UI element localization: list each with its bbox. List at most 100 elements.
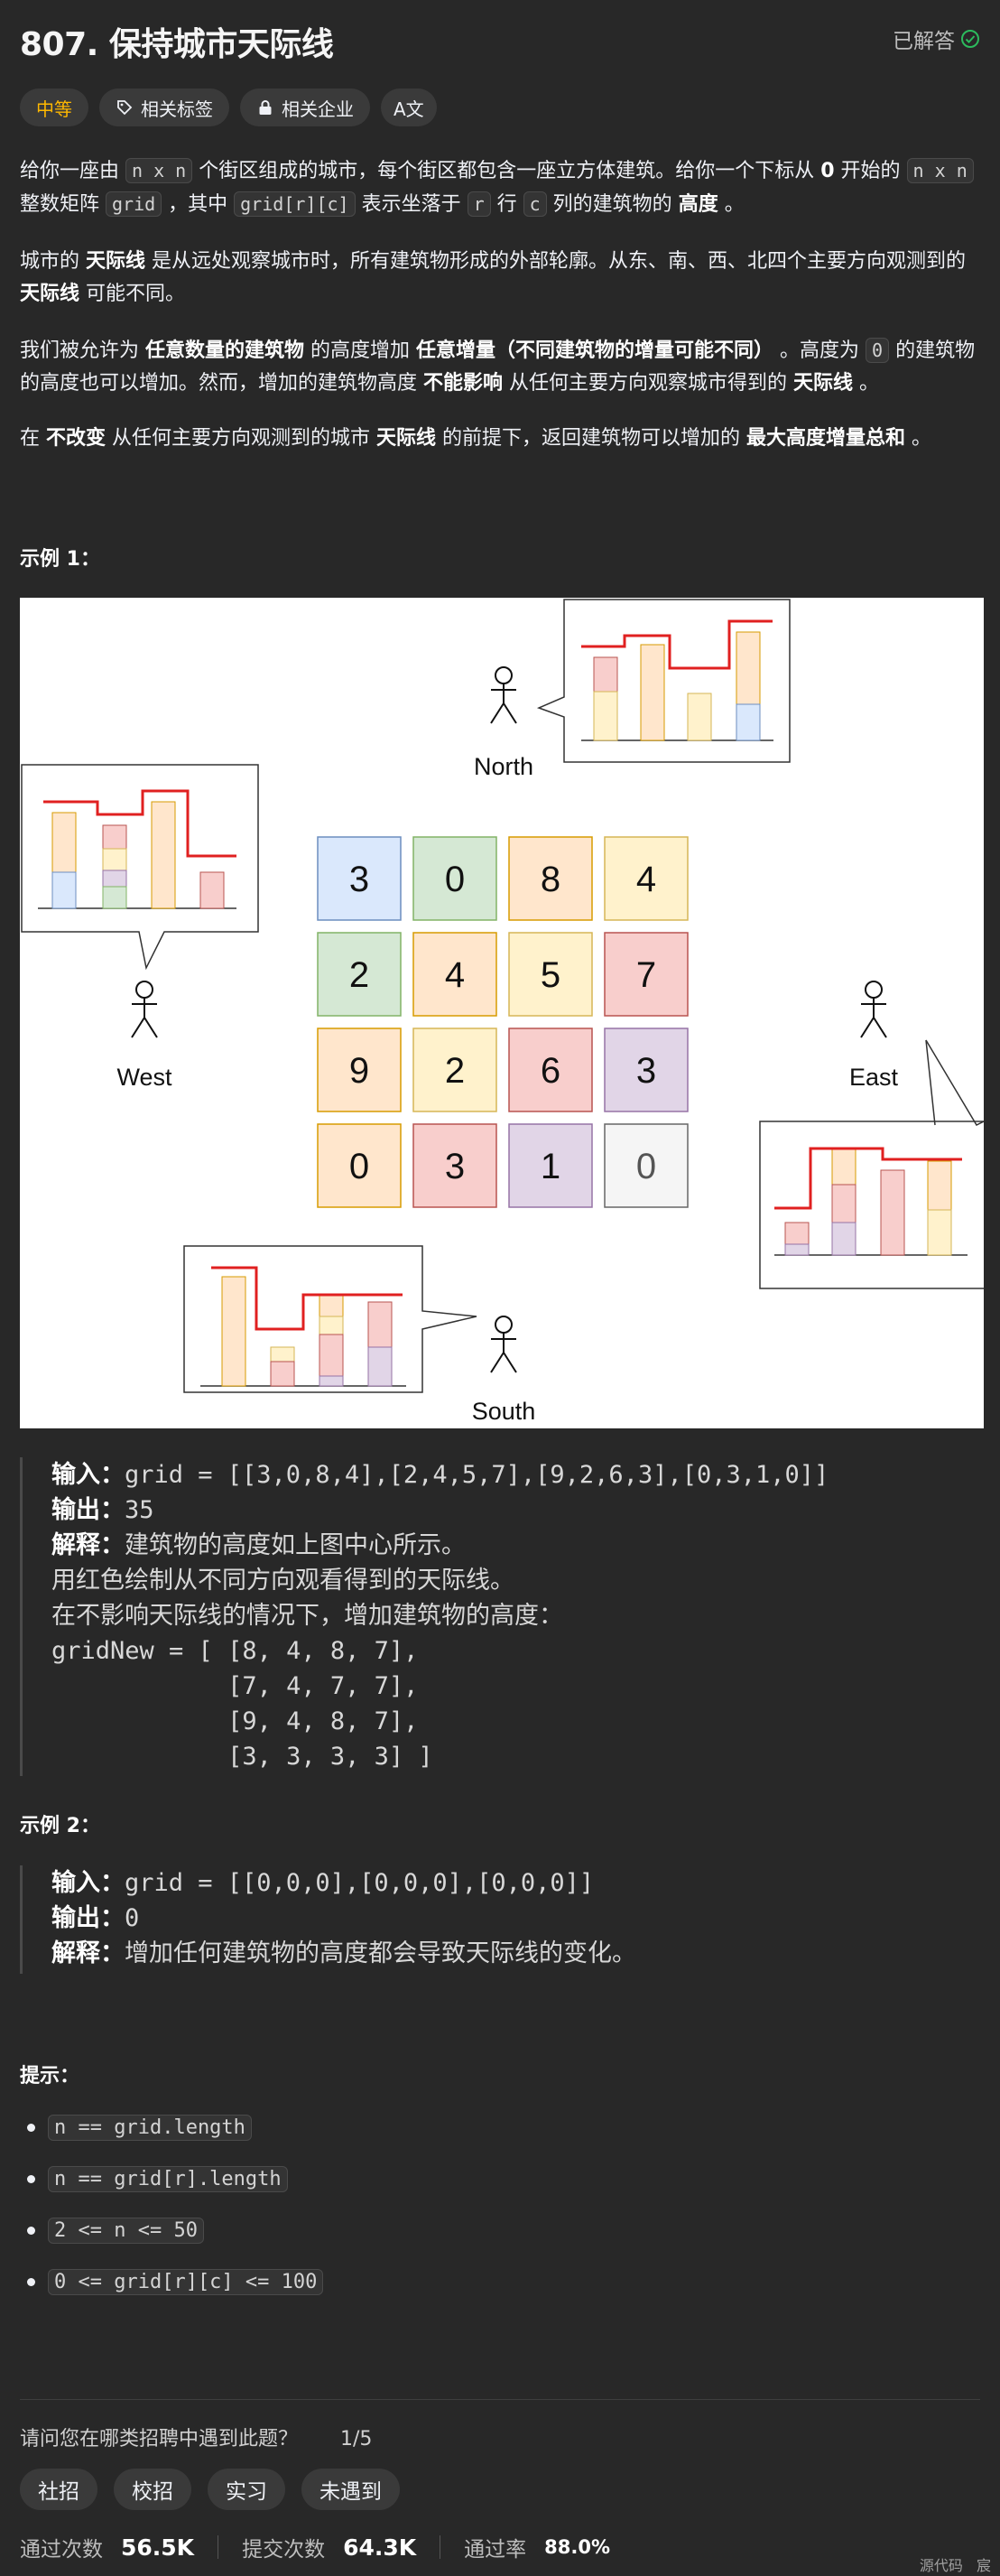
footer-extra: 宸 <box>976 2557 991 2574</box>
inline-code: n x n <box>906 158 974 183</box>
bullet-icon <box>27 2278 35 2286</box>
inline-code: c <box>523 191 547 217</box>
difficulty-label: 中等 <box>36 98 72 120</box>
explain-text: 增加任何建筑物的高度都会导致天际线的变化。 <box>125 1939 636 1967</box>
explain-label: 解释： <box>51 1939 125 1967</box>
south-label: South <box>472 1398 536 1425</box>
survey-question: 请问您在哪类招聘中遇到此题？ <box>20 2428 299 2450</box>
survey-option-intern[interactable]: 实习 <box>208 2469 285 2510</box>
east-label: East <box>849 1064 899 1091</box>
south-callout <box>183 1245 477 1393</box>
text: 。 <box>905 427 932 450</box>
input-value: grid = [[0,0,0],[0,0,0],[0,0,0]] <box>125 1869 595 1897</box>
rate-label: 通过率 <box>464 2538 527 2562</box>
grid-cell: 9 <box>349 1051 369 1091</box>
survey-counter: 1/5 <box>340 2428 373 2450</box>
bold-text: 最大高度增量总和 <box>746 427 906 450</box>
constraint-code: n == grid.length <box>48 2115 252 2141</box>
explain-line: 在不影响天际线的情况下，增加建筑物的高度： <box>51 1602 563 1630</box>
check-circle-icon <box>961 30 979 48</box>
bold-text: 天际线 <box>20 283 80 305</box>
output-label: 输出： <box>51 1904 125 1932</box>
footer-links: 源代码 宸 <box>920 2553 991 2575</box>
input-value: grid = [[3,0,8,4],[2,4,5,7],[9,2,6,3],[0… <box>125 1461 829 1489</box>
grid-cell: 4 <box>636 860 656 899</box>
survey-option-none[interactable]: 未遇到 <box>301 2469 400 2510</box>
text: ，其中 <box>162 193 235 216</box>
description-p4: 在 不改变 从任何主要方向观测到的城市 天际线 的前提下，返回建筑物可以增加的 … <box>20 423 980 455</box>
survey-option-campus[interactable]: 校招 <box>114 2469 191 2510</box>
grid-cell: 2 <box>349 955 369 995</box>
text: 从任何主要方向观察城市得到的 <box>503 372 794 395</box>
grid-cell: 6 <box>541 1051 560 1091</box>
text: 是从远处观察城市时，所有建筑物形成的外部轮廓。从东、南、西、北四个主要方向观测到… <box>145 250 967 273</box>
bold-text: 任意数量的建筑物 <box>145 339 305 362</box>
constraints-list: n == grid.length n == grid[r].length 2 <… <box>27 2102 324 2308</box>
example1-block: 输入：grid = [[3,0,8,4],[2,4,5,7],[9,2,6,3]… <box>20 1457 980 1776</box>
submissions-count: 64.3K <box>343 2534 417 2561</box>
skyline-diagram: 3 0 8 4 2 4 5 7 9 2 6 3 0 3 1 0 North We… <box>21 599 1000 1425</box>
tag-bar: 中等 相关标签 相关企业 A文 <box>20 88 437 126</box>
text: 。高度为 <box>773 339 866 362</box>
explain-line: 用红色绘制从不同方向观看得到的天际线。 <box>51 1567 514 1595</box>
code-line: [7, 4, 7, 7], <box>51 1672 419 1700</box>
text: 整数矩阵 <box>20 193 106 216</box>
west-label: West <box>116 1064 172 1091</box>
lock-icon <box>259 100 272 115</box>
input-label: 输入： <box>51 1461 125 1489</box>
grid-cell: 8 <box>541 860 560 899</box>
north-label: North <box>474 753 533 780</box>
divider <box>20 2399 980 2400</box>
text: 。 <box>718 193 745 216</box>
output-value: 0 <box>125 1904 140 1932</box>
code-line: gridNew = [ [8, 4, 8, 7], <box>51 1637 419 1665</box>
list-item: 0 <= grid[r][c] <= 100 <box>27 2256 324 2308</box>
text: 我们被允许为 <box>20 339 145 362</box>
tag-icon <box>117 100 133 116</box>
text: 表示坐落于 <box>355 193 468 216</box>
example1-heading: 示例 1： <box>20 548 100 571</box>
description-p1: 给你一座由 n x n 个街区组成的城市，每个街区都包含一座立方体建筑。给你一个… <box>20 154 980 221</box>
output-label: 输出： <box>51 1496 125 1524</box>
bold-text: 天际线 <box>793 372 854 395</box>
description-p3: 我们被允许为 任意数量的建筑物 的高度增加 任意增量（不同建筑物的增量可能不同）… <box>20 334 980 400</box>
text: 。 <box>853 372 880 395</box>
related-companies-label: 相关企业 <box>282 98 354 120</box>
text: 的建筑物的高度也可以增加。然而，增加的建筑物高度 <box>20 339 976 395</box>
inline-code: 0 <box>866 338 890 363</box>
north-callout <box>536 599 791 763</box>
text: 行 <box>490 193 523 216</box>
acceptance-rate: 88.0% <box>544 2536 610 2558</box>
related-companies-button[interactable]: 相关企业 <box>240 88 370 126</box>
source-link[interactable]: 源代码 <box>919 2557 963 2574</box>
text: 可能不同。 <box>79 283 186 305</box>
example1-figure: 3 0 8 4 2 4 5 7 9 2 6 3 0 3 1 0 North We… <box>20 598 1000 1428</box>
text: 从任何主要方向观测到的城市 <box>106 427 377 450</box>
constraint-code: 2 <= n <= 50 <box>48 2218 204 2244</box>
bold-text: 0 <box>820 160 835 182</box>
text: 的高度增加 <box>304 339 417 362</box>
hints-heading: 提示： <box>20 2065 80 2088</box>
grid-cell: 7 <box>636 955 656 995</box>
code-line: [9, 4, 8, 7], <box>51 1707 419 1735</box>
bullet-icon <box>27 2227 35 2235</box>
inline-code: n x n <box>125 158 193 183</box>
example2-heading: 示例 2： <box>20 1815 100 1837</box>
grid-cell: 4 <box>445 955 465 995</box>
inline-code: grid <box>106 191 162 217</box>
interview-survey: 请问您在哪类招聘中遇到此题？ 1/5 <box>20 2423 372 2451</box>
translate-icon: A文 <box>394 98 424 120</box>
related-tags-button[interactable]: 相关标签 <box>99 88 229 126</box>
solved-label: 已解答 <box>893 30 955 53</box>
text: 开始的 <box>834 160 907 182</box>
bold-text: 不能影响 <box>423 372 504 395</box>
explain-label: 解释： <box>51 1531 125 1559</box>
output-value: 35 <box>125 1496 154 1524</box>
west-callout <box>21 764 259 971</box>
inline-code: grid[r][c] <box>234 191 356 217</box>
constraint-code: 0 <= grid[r][c] <= 100 <box>48 2269 324 2295</box>
survey-option-social[interactable]: 社招 <box>20 2469 97 2510</box>
list-item: n == grid.length <box>27 2102 323 2153</box>
translate-button[interactable]: A文 <box>381 88 437 126</box>
bold-text: 任意增量（不同建筑物的增量可能不同） <box>416 339 774 362</box>
